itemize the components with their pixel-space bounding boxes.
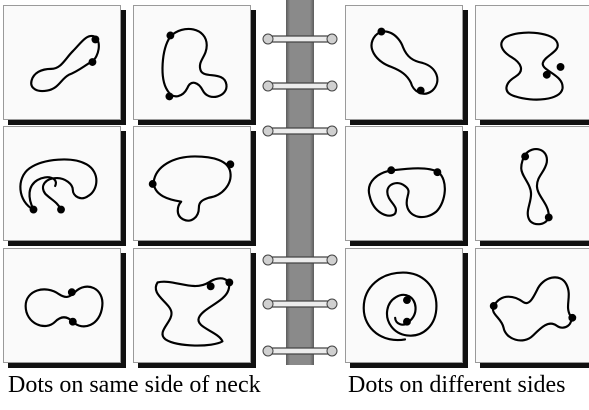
curve-figure	[489, 276, 577, 342]
shape-tile-5	[3, 248, 121, 363]
different-sides-panel	[341, 0, 589, 365]
same-side-panel	[0, 0, 260, 365]
shape-tile-4	[133, 126, 251, 241]
curve-figure	[500, 31, 565, 101]
different-sides-caption: Dots on different sides	[348, 372, 566, 398]
shape-tile-7	[345, 5, 463, 120]
curve-figure	[362, 271, 438, 342]
binder-ring-5	[262, 298, 338, 310]
shape-tile-3	[3, 126, 121, 241]
binder-ring-1	[262, 33, 338, 45]
same-side-caption: Dots on same side of neck	[8, 372, 261, 398]
curve-figure	[148, 155, 235, 222]
curve-figure	[30, 34, 100, 93]
binder-ring-2	[262, 80, 338, 92]
shape-tile-10	[475, 126, 589, 241]
curve-figure	[367, 166, 446, 219]
curve-figure	[520, 147, 553, 226]
binder-spine	[286, 0, 314, 365]
binder-ring-6	[262, 345, 338, 357]
shape-tile-11	[345, 248, 463, 363]
curve-figure	[154, 277, 234, 347]
shape-tile-1	[3, 5, 121, 120]
curve-figure	[161, 27, 228, 101]
curve-figure	[370, 27, 439, 95]
binder-ring-4	[262, 254, 338, 266]
binder-ring-3	[262, 125, 338, 137]
shape-tile-6	[133, 248, 251, 363]
curve-figure	[19, 158, 98, 214]
curve-figure	[24, 285, 104, 328]
shape-tile-2	[133, 5, 251, 120]
shape-tile-8	[475, 5, 589, 120]
shape-tile-9	[345, 126, 463, 241]
shape-tile-12	[475, 248, 589, 363]
